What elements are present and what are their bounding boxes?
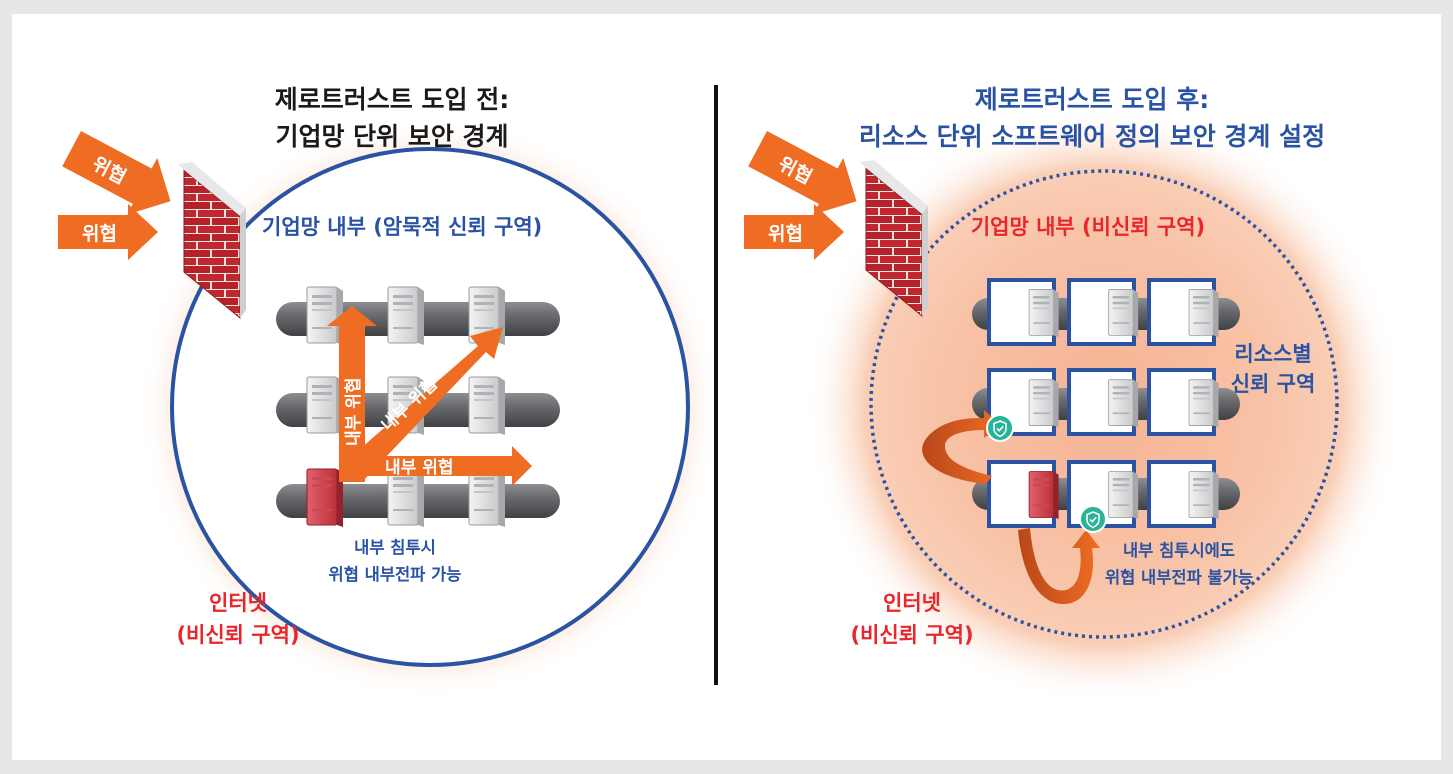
right-panel: 위협 위협 제로트러스트 도입 후: 리소스 단위 소프트웨어 정의 보안 경계… xyxy=(744,85,1402,704)
internal-threat-label-right: 내부 위협 xyxy=(385,457,453,478)
server-icon xyxy=(387,286,425,346)
left-zone-label: 기업망 내부 (암묵적 신뢰 구역) xyxy=(262,215,542,239)
right-resource-boxes xyxy=(987,278,1219,528)
blocked-threat-swirl-right xyxy=(1018,528,1100,605)
right-title-line2: 리소스 단위 소프트웨어 정의 보안 경계 설정 xyxy=(859,122,1325,151)
blocked-threat-swirl-up xyxy=(922,410,1000,484)
blocked-threat-swirls xyxy=(922,410,1107,605)
left-title-line1: 제로트러스트 도입 전: xyxy=(275,85,509,114)
right-note-line1: 내부 침투시에도 xyxy=(1123,540,1235,560)
left-note-line2: 위협 내부전파 가능 xyxy=(329,564,462,584)
compromised-server-icon xyxy=(306,468,344,528)
left-internet-line1: 인터넷 xyxy=(209,591,267,615)
right-external-threats: 위협 위협 xyxy=(744,131,857,260)
right-resource-line2: 신뢰 구역 xyxy=(1231,372,1316,396)
server-icon xyxy=(1188,379,1219,428)
internal-threat-arrow-right xyxy=(340,446,532,486)
left-panel: 내부 위협 내부 위협 내부 위협 위협 위협 제로트러스트 도입 전: 기업망… xyxy=(58,85,720,698)
right-zone-label: 기업망 내부 (비신뢰 구역) xyxy=(971,215,1205,239)
right-internet-line2: (비신뢰 구역) xyxy=(850,623,973,647)
server-icon xyxy=(1108,289,1139,338)
left-external-threats: 위협 위협 xyxy=(58,131,171,260)
external-threat-arrow xyxy=(744,204,844,260)
left-note-line1: 내부 침투시 xyxy=(354,537,436,557)
right-internet-line1: 인터넷 xyxy=(883,591,941,615)
right-title-line1: 제로트러스트 도입 후: xyxy=(975,85,1209,114)
server-icon xyxy=(306,376,344,436)
left-internal-arrows: 내부 위협 내부 위협 내부 위협 xyxy=(327,306,532,486)
external-threat-label: 위협 xyxy=(82,223,117,245)
server-icon xyxy=(1108,379,1139,428)
compromised-server-icon xyxy=(1028,471,1060,520)
internal-threat-arrow-up xyxy=(327,306,377,482)
server-icon xyxy=(1188,471,1219,520)
server-icon xyxy=(1188,289,1219,338)
server-icon xyxy=(468,376,506,436)
external-threat-arrow xyxy=(62,131,171,215)
external-threat-label: 위협 xyxy=(768,223,803,245)
internal-threat-label-up: 내부 위협 xyxy=(343,378,364,446)
server-icon xyxy=(1028,379,1060,428)
external-threat-arrow xyxy=(58,204,158,260)
external-threat-arrow xyxy=(748,131,857,215)
right-resource-line1: 리소스별 xyxy=(1234,342,1311,366)
right-note-line2: 위협 내부전파 불가능 xyxy=(1105,567,1253,587)
right-network-boundary xyxy=(869,169,1339,639)
left-title-line2: 기업망 단위 보안 경계 xyxy=(275,122,508,151)
server-icon xyxy=(1108,471,1139,520)
server-icon xyxy=(306,286,344,346)
panel-divider xyxy=(714,85,718,685)
internal-threat-arrow-diagonal xyxy=(345,327,503,482)
shield-icon xyxy=(1079,505,1107,533)
shield-icon xyxy=(986,414,1014,442)
server-icon xyxy=(1028,289,1060,338)
left-internet-line2: (비신뢰 구역) xyxy=(176,623,299,647)
server-icon xyxy=(468,468,506,528)
